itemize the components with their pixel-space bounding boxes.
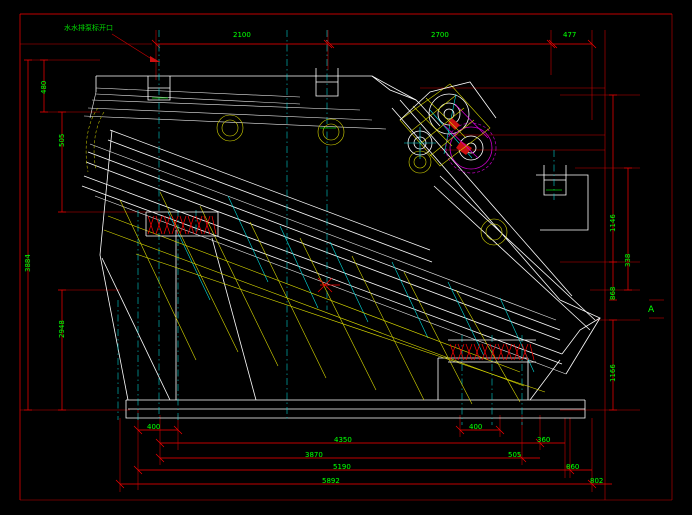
deck-detail-yellow bbox=[103, 191, 546, 405]
screen-deck-bands bbox=[81, 129, 567, 375]
bottom-dim-400-right: 400 bbox=[469, 423, 483, 431]
green-markers bbox=[152, 97, 562, 191]
bottom-dim-5892: 5892 bbox=[322, 477, 340, 485]
centerlines-cyan bbox=[117, 30, 555, 425]
left-dim-2948: 2948 bbox=[58, 320, 66, 338]
bolt-circles bbox=[216, 114, 508, 246]
spring-support-left bbox=[145, 211, 219, 237]
left-dim-480: 480 bbox=[40, 80, 48, 94]
top-dim-2100: 2100 bbox=[233, 31, 251, 39]
note-leader-line bbox=[111, 33, 161, 63]
exciter-mechanism bbox=[399, 81, 497, 174]
center-marker bbox=[317, 277, 340, 293]
right-dim-338: 338 bbox=[624, 253, 632, 267]
support-frame bbox=[99, 129, 586, 419]
bottom-dim-3870: 3870 bbox=[305, 451, 323, 459]
bottom-dim-860: 860 bbox=[566, 463, 580, 471]
dimension-right-chain bbox=[560, 30, 640, 500]
top-dim-2700: 2700 bbox=[431, 31, 449, 39]
discharge-chute bbox=[536, 165, 601, 375]
top-dim-477: 477 bbox=[563, 31, 577, 39]
bottom-dim-505: 505 bbox=[508, 451, 522, 459]
left-dim-3884: 3884 bbox=[24, 254, 32, 272]
bottom-dim-360: 360 bbox=[537, 436, 551, 444]
bottom-dim-802: 802 bbox=[590, 477, 604, 485]
reference-lines-red bbox=[20, 14, 673, 501]
dimension-left-chain bbox=[20, 59, 160, 411]
left-dim-505: 505 bbox=[58, 133, 66, 147]
dimension-bottom-chain bbox=[115, 410, 612, 492]
section-letter-a: A bbox=[648, 305, 655, 315]
inclined-frame bbox=[391, 99, 596, 331]
feed-opening-note: 水水排泵标开口 bbox=[64, 24, 113, 32]
right-dim-868: 868 bbox=[609, 286, 617, 300]
dimension-frame-red bbox=[19, 13, 672, 500]
bottom-dim-400-left: 400 bbox=[147, 423, 161, 431]
bottom-dim-5190: 5190 bbox=[333, 463, 351, 471]
right-dim-1166: 1166 bbox=[609, 364, 617, 382]
bottom-dim-4350: 4350 bbox=[334, 436, 352, 444]
machine-body-outline bbox=[83, 68, 421, 130]
right-dim-1146: 1146 bbox=[609, 214, 617, 232]
feed-hopper bbox=[85, 91, 105, 173]
spring-support-right bbox=[448, 339, 536, 363]
